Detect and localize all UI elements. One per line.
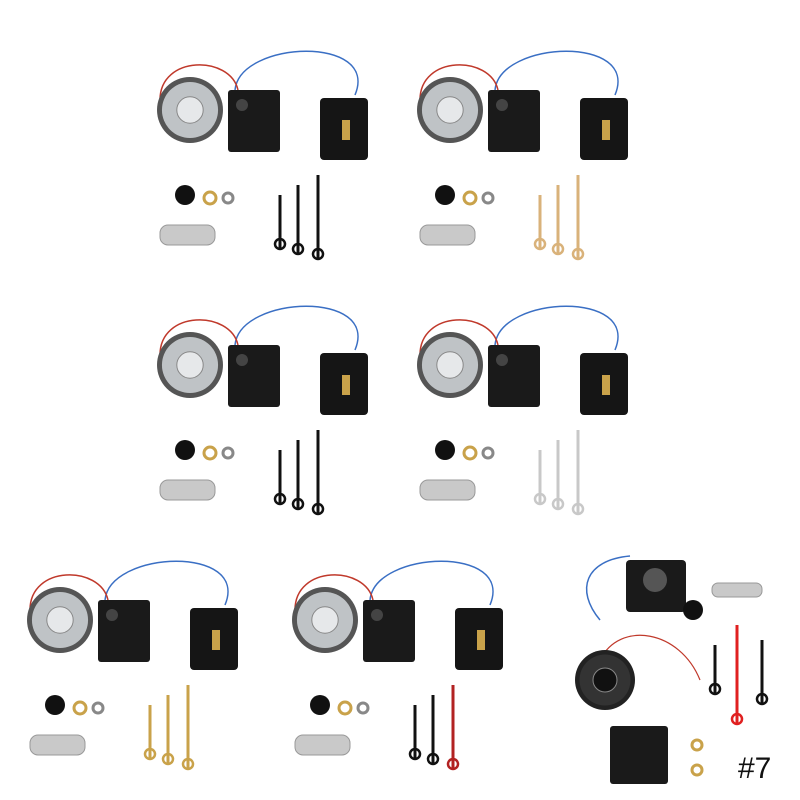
minute-hand-ring [426,752,440,766]
control-knob [236,99,248,111]
speaker-center [46,606,74,634]
control-box [488,345,540,407]
hanger-bracket [29,734,86,756]
hex-nut [481,191,495,205]
brass-washer [202,190,218,206]
wire-red [159,64,239,101]
speaker-center [311,606,339,634]
brass-washer [462,190,478,206]
wire-blue [369,560,494,606]
movement-shaft [602,375,610,395]
kit-4 [417,305,628,516]
kit-5 [27,560,238,771]
control-knob [236,354,248,366]
minute-hand-ring [551,242,565,256]
brass-washer [337,700,353,716]
control-box [98,600,150,662]
speaker-center [176,96,204,124]
movement-shaft [342,120,350,140]
minute-hand-ring [291,497,305,511]
rubber-washer [310,695,330,715]
hex-nut [356,701,370,715]
kit-7 [575,555,769,784]
wire-blue [494,305,619,351]
control-knob [496,354,508,366]
wire-red [159,319,239,356]
kit-7-label: #7 [738,752,772,785]
movement-shaft [212,630,220,650]
hour-hand-ring [408,747,422,761]
hour-hand-ring [708,682,722,696]
speaker-center [176,351,204,379]
hanger-bracket [419,479,476,501]
second-hand-ring [446,757,460,771]
minute-hand-ring [161,752,175,766]
hour-hand-ring [143,747,157,761]
hanger-bracket [294,734,351,756]
wire-red [599,634,701,681]
hour-hand-ring [533,237,547,251]
brass-washer [690,763,704,777]
second-hand-ring [311,247,325,261]
rubber-washer [683,600,703,620]
second-hand-ring [571,502,585,516]
rubber-washer [435,440,455,460]
hour-hand-ring [273,492,287,506]
wire-red [294,574,374,611]
wire-red [29,574,109,611]
wire-blue [585,555,631,621]
hanger-bracket [159,224,216,246]
wire-red [419,319,499,356]
hanger-bracket [711,582,763,598]
second-hand-ring [571,247,585,261]
rubber-washer [435,185,455,205]
brass-washer [462,445,478,461]
wire-red [419,64,499,101]
minute-hand-ring [551,497,565,511]
brass-washer [72,700,88,716]
hex-nut [91,701,105,715]
rubber-washer [175,185,195,205]
movement-gear [643,568,667,592]
hour-hand-ring [533,492,547,506]
wire-blue [104,560,229,606]
hanger-bracket [419,224,476,246]
wire-blue [234,305,359,351]
wire-blue [234,50,359,96]
rubber-washer [45,695,65,715]
minute-hand-ring [291,242,305,256]
kit-1 [157,50,368,261]
brass-washer [202,445,218,461]
hanger-bracket [159,479,216,501]
movement-shaft [602,120,610,140]
control-box [488,90,540,152]
kit-6 [292,560,503,771]
rubber-washer [175,440,195,460]
control-knob [371,609,383,621]
movement-shaft [342,375,350,395]
control-box [610,726,668,784]
control-box [228,345,280,407]
control-box [228,90,280,152]
control-knob [496,99,508,111]
minute-hand-ring [755,692,769,706]
wire-blue [494,50,619,96]
kit-2 [417,50,628,261]
brass-washer [690,738,704,752]
speaker-center [436,351,464,379]
hex-nut [221,191,235,205]
hour-hand-ring [273,237,287,251]
second-hand-ring [730,712,744,726]
control-knob [106,609,118,621]
speaker-center [436,96,464,124]
second-hand-ring [311,502,325,516]
hex-nut [481,446,495,460]
kit-3 [157,305,368,516]
control-box [363,600,415,662]
movement-shaft [477,630,485,650]
second-hand-ring [181,757,195,771]
speaker-center [592,667,618,693]
hex-nut [221,446,235,460]
